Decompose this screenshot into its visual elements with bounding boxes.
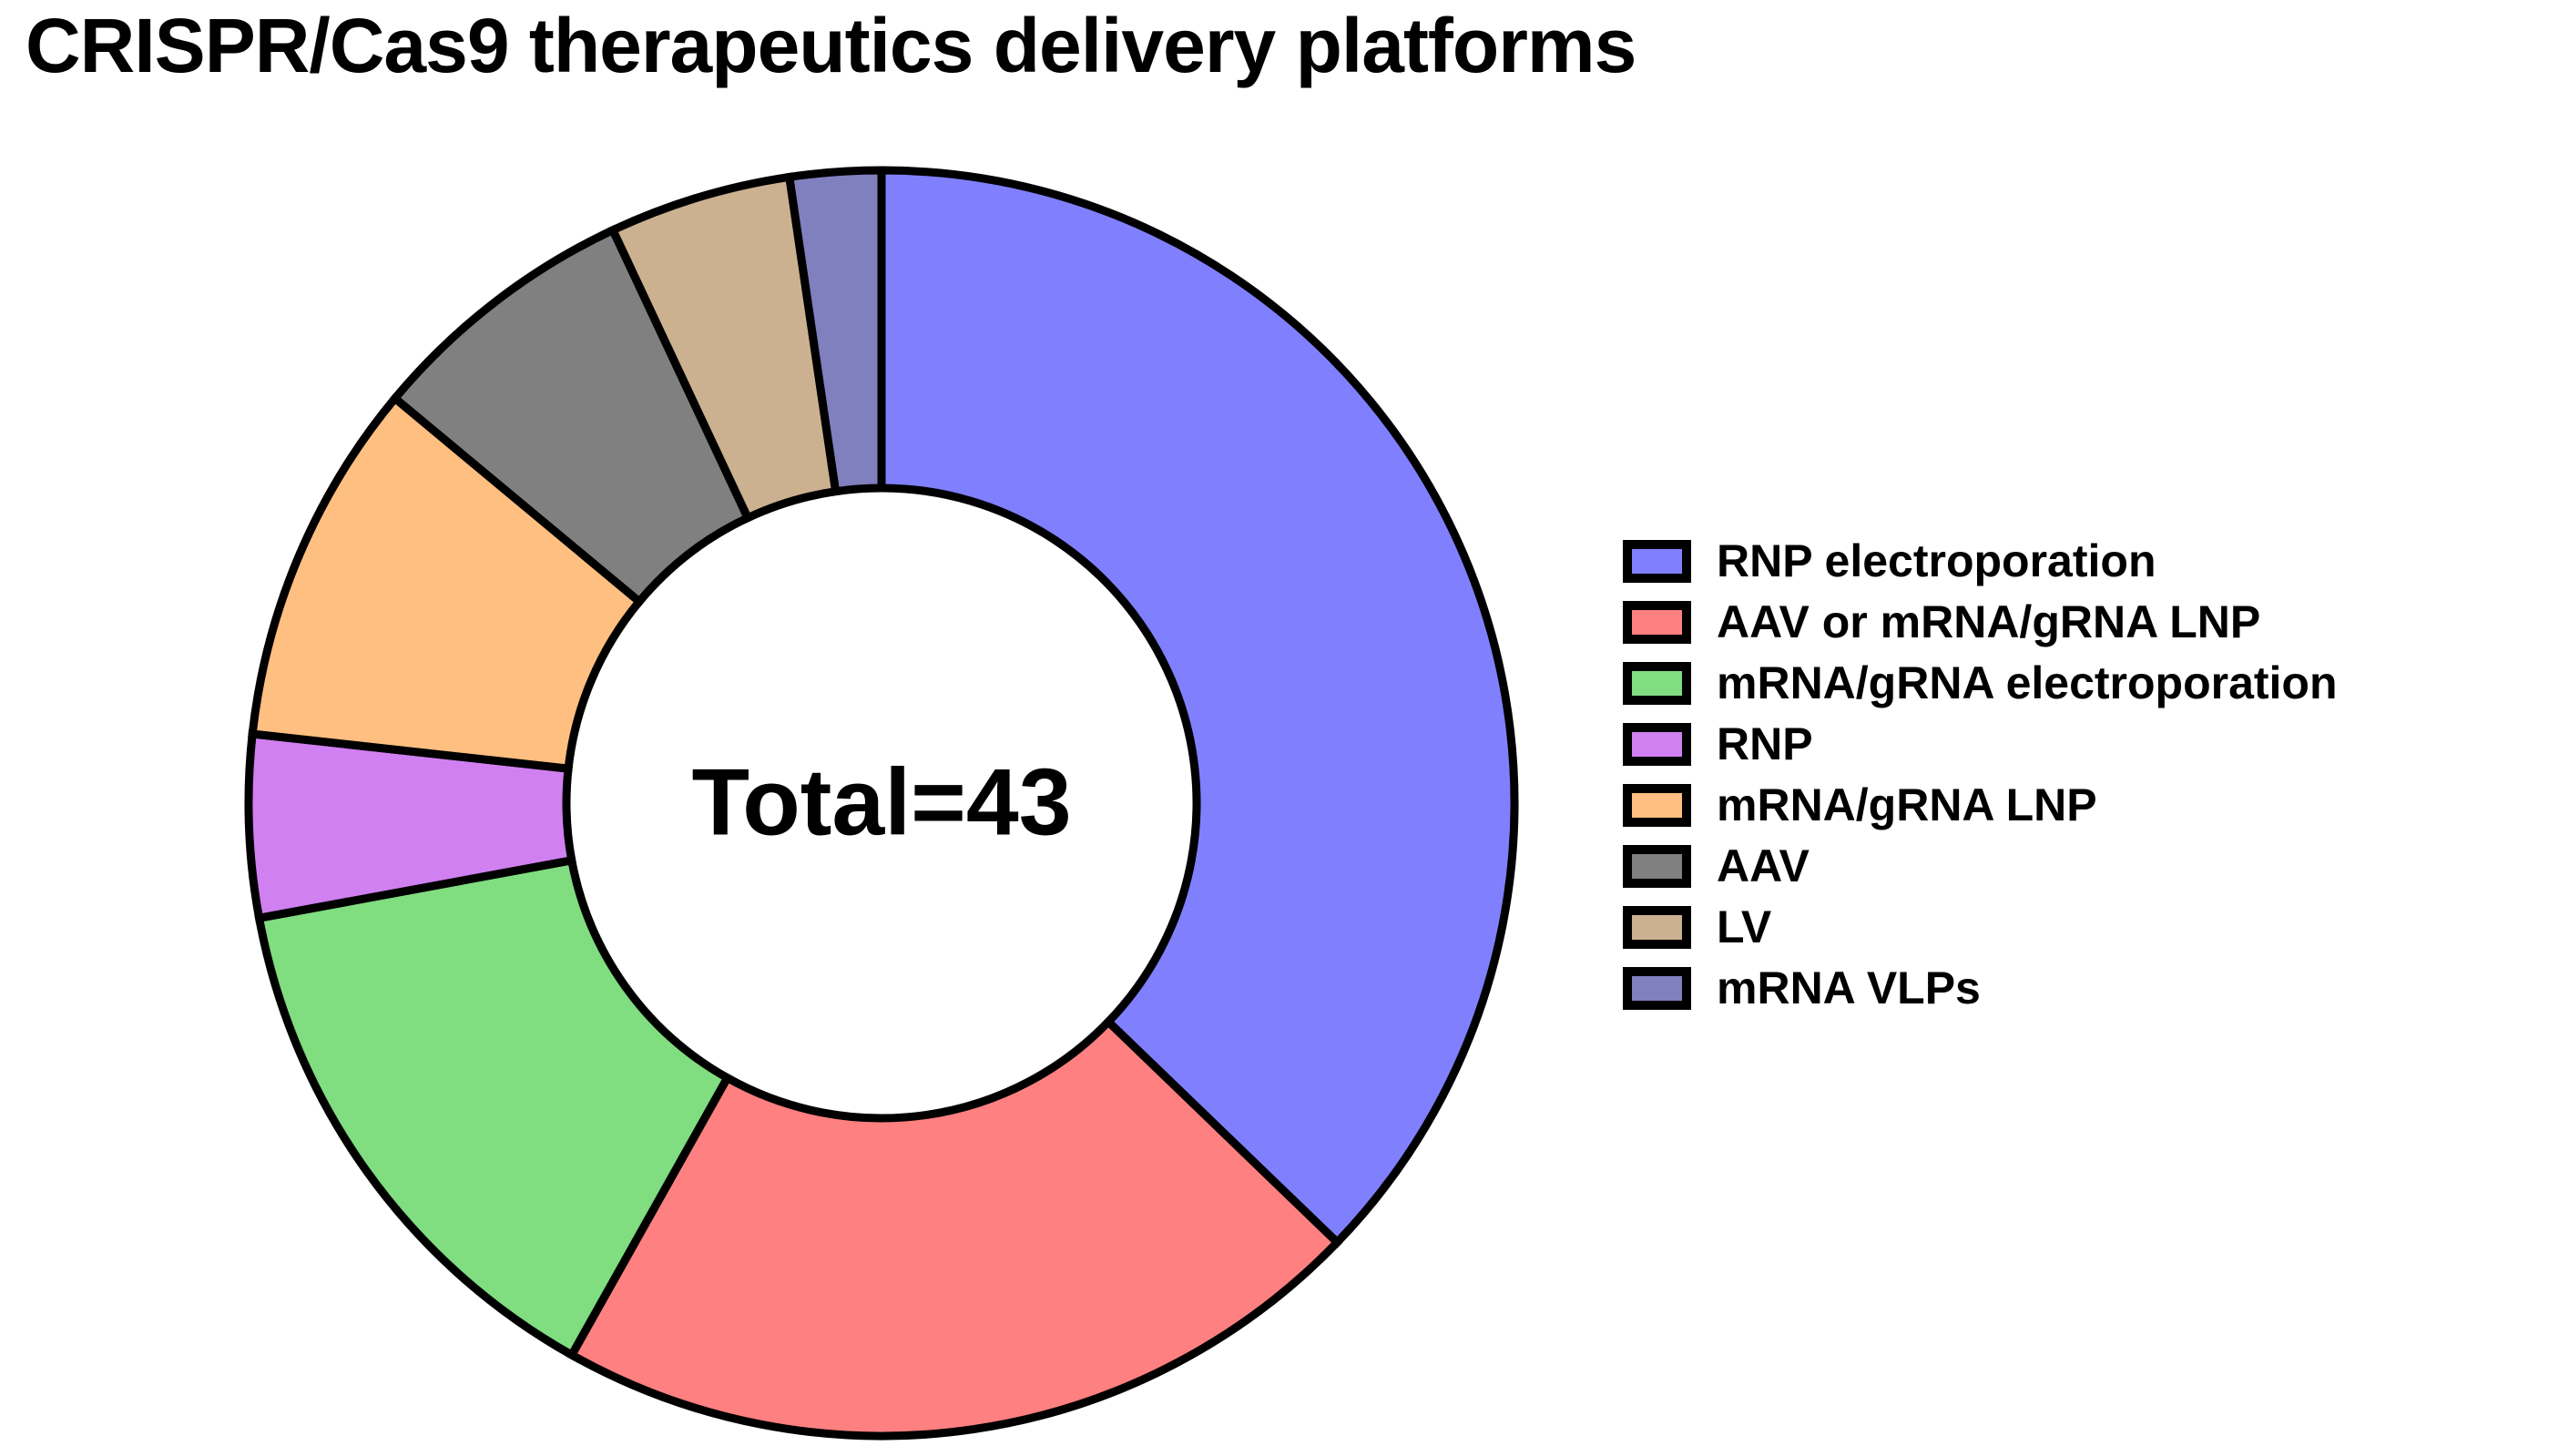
legend-swatch-icon <box>1623 967 1691 1010</box>
pie-slice-4 <box>248 392 646 774</box>
legend-swatch-icon <box>1623 784 1691 827</box>
legend-swatch-icon <box>1623 662 1691 705</box>
legend-row-0: RNP electroporation <box>1623 535 2338 586</box>
legend-swatch-icon <box>1623 601 1691 644</box>
legend-row-7: mRNA VLPs <box>1623 962 2338 1013</box>
legend-row-1: AAV or mRNA/gRNA LNP <box>1623 596 2338 647</box>
legend-row-6: LV <box>1623 901 2338 952</box>
legend-row-2: mRNA/gRNA electroporation <box>1623 657 2338 708</box>
legend-swatch-icon <box>1623 723 1691 766</box>
pie-slice-0 <box>877 166 1519 1248</box>
legend-label: RNP electroporation <box>1717 535 2156 586</box>
legend-label: RNP <box>1717 718 1813 769</box>
legend-row-3: RNP <box>1623 718 2338 769</box>
legend-swatch-icon <box>1623 540 1691 583</box>
legend-row-4: mRNA/gRNA LNP <box>1623 779 2338 830</box>
legend-label: AAV <box>1717 840 1810 891</box>
legend-swatch-icon <box>1623 845 1691 888</box>
legend-swatch-icon <box>1623 906 1691 949</box>
legend-label: mRNA/gRNA LNP <box>1717 779 2097 830</box>
legend-label: AAV or mRNA/gRNA LNP <box>1717 596 2261 647</box>
legend-row-5: AAV <box>1623 840 2338 891</box>
pie-slice-7 <box>784 166 886 496</box>
pie-slice-1 <box>566 1015 1343 1441</box>
pie-slice-2 <box>254 855 733 1361</box>
chart-title: CRISPR/Cas9 therapeutics delivery platfo… <box>25 3 1636 88</box>
legend-label: mRNA VLPs <box>1717 962 1981 1013</box>
legend-label: LV <box>1717 901 1772 952</box>
donut-center-total-label: Total=43 <box>691 749 1072 856</box>
legend-label: mRNA/gRNA electroporation <box>1717 657 2338 708</box>
